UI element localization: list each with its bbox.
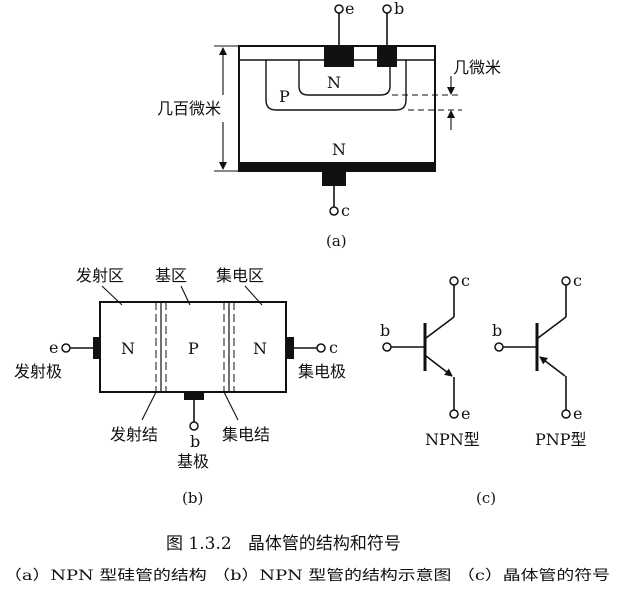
pnp-collector-arm (537, 316, 567, 339)
label-b-b: b (190, 432, 200, 451)
label-npn-c: c (461, 271, 470, 290)
label-emitter-region: 发射区 (76, 266, 124, 285)
figure-title: 图 1.3.2 晶体管的结构和符号 (166, 534, 401, 554)
npn-collector-arm (425, 316, 455, 339)
label-emitter-electrode: 发射极 (14, 362, 62, 381)
emitter-contact (324, 46, 354, 67)
label-pnp-e: e (573, 404, 582, 423)
pnp-collector-terminal (561, 276, 571, 286)
npn-base-terminal (382, 342, 392, 352)
emitter-terminal-b (61, 343, 71, 353)
label-pnp-b: b (492, 321, 502, 340)
label-base-electrode: 基极 (177, 452, 209, 471)
label-pnp-c: c (573, 271, 582, 290)
npn-symbol: c b e NPN型 (380, 271, 480, 449)
n-emitter-outline (298, 60, 391, 96)
panel-b: 发射区 基区 集电区 N P N e 发射极 c 集电极 b (14, 266, 346, 507)
pnp-emitter-arm (539, 356, 566, 377)
emitter-terminal-a (334, 4, 344, 14)
collector-metal (239, 162, 435, 172)
label-n-collector-a: N (332, 140, 346, 159)
label-collector-region: 集电区 (216, 266, 264, 285)
panel-c: c b e NPN型 c b e PNP型 (380, 271, 587, 507)
pnp-symbol: c b e PNP型 (492, 271, 587, 449)
p-region-outline (265, 60, 407, 111)
label-b-a: b (394, 0, 404, 18)
base-terminal-a (382, 4, 392, 14)
label-c-b: c (329, 338, 338, 357)
label-npn-e: e (461, 404, 470, 423)
label-p-b: P (188, 339, 199, 358)
label-n-left-b: N (121, 339, 135, 358)
label-collector-junction: 集电结 (222, 425, 270, 444)
pnp-emitter-terminal (561, 409, 571, 419)
collector-terminal-a (329, 206, 339, 216)
caption-b: (b) (182, 489, 203, 507)
caption-a: (a) (326, 232, 347, 250)
leader-emitter-junction (141, 391, 157, 421)
pnp-base-terminal (494, 342, 504, 352)
leader-collector-junction (223, 391, 239, 421)
label-n-right-b: N (253, 339, 267, 358)
figure-subtitle: （a）NPN 型硅管的结构 （b）NPN 型管的结构示意图 （c）晶体管的符号 (4, 567, 610, 584)
npn-emitter-terminal (449, 409, 459, 419)
caption-c: (c) (476, 489, 496, 507)
label-npn-type: NPN型 (425, 430, 480, 449)
base-terminal-b (189, 421, 199, 431)
npn-emitter-arm (425, 355, 453, 377)
label-c-a: c (341, 201, 350, 220)
panel-a: e b c N P N 几微米 几百微米 (157, 0, 501, 250)
npn-collector-terminal (449, 276, 459, 286)
label-n-emitter-a: N (327, 73, 341, 92)
label-e-a: e (345, 0, 354, 18)
label-npn-b: b (380, 321, 390, 340)
label-collector-electrode: 集电极 (298, 362, 346, 381)
label-base-region: 基区 (155, 266, 187, 285)
label-pnp-type: PNP型 (535, 430, 587, 449)
label-e-b: e (49, 338, 58, 357)
collector-contact (322, 172, 346, 186)
emitter-electrode-b (93, 337, 101, 359)
label-p-base-a: P (279, 87, 290, 106)
base-contact (377, 46, 397, 67)
collector-terminal-b (316, 343, 326, 353)
collector-electrode-b (286, 337, 294, 359)
label-emitter-junction: 发射结 (110, 425, 158, 444)
label-hundreds-microns: 几百微米 (157, 99, 221, 118)
label-few-microns: 几微米 (453, 58, 501, 77)
base-electrode-b (184, 392, 204, 400)
